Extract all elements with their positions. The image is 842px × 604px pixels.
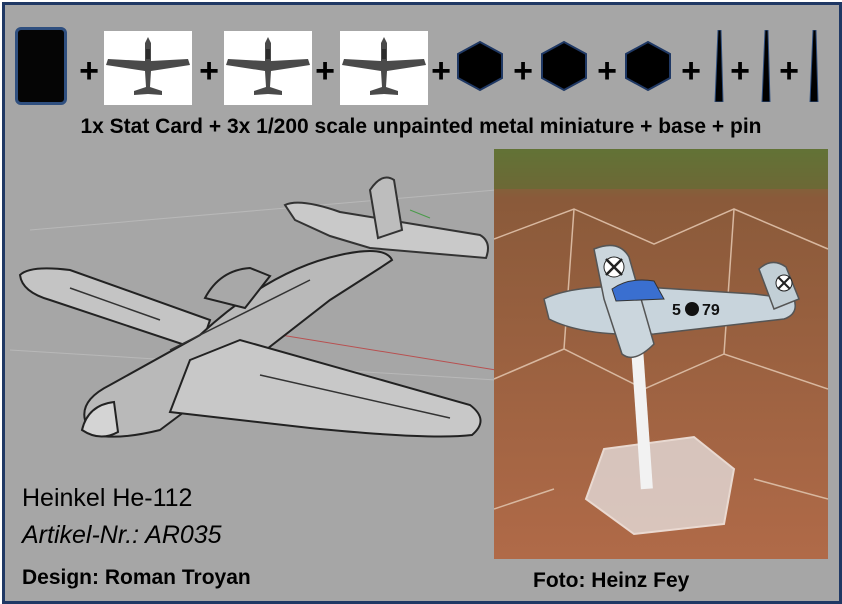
plus-sign: + <box>681 52 701 90</box>
plane-icon <box>106 37 190 95</box>
stat-card-icon <box>15 27 67 105</box>
fuselage-code-right: 79 <box>702 302 720 319</box>
plus-sign: + <box>315 52 335 90</box>
contents-caption: 1x Stat Card + 3x 1/200 scale unpainted … <box>80 115 762 138</box>
hex-base-icon <box>625 40 671 92</box>
plus-sign: + <box>79 52 99 90</box>
miniature-photo: 5 79 <box>494 149 828 559</box>
hex-base-icon <box>541 40 587 92</box>
plus-sign: + <box>199 52 219 90</box>
pin-icon <box>809 30 819 102</box>
plane-icon <box>226 37 310 95</box>
plus-sign: + <box>730 52 750 90</box>
model-render <box>10 176 496 438</box>
fuselage-code-left: 5 <box>672 302 681 319</box>
photo-illustration: 5 79 <box>494 149 828 559</box>
product-name: Heinkel He-112 <box>22 484 193 512</box>
photo-credit: Foto: Heinz Fey <box>533 569 690 592</box>
hex-base-icon <box>457 40 503 92</box>
pin-icon <box>761 30 771 102</box>
plus-sign: + <box>597 52 617 90</box>
miniature-thumbnail-1 <box>104 31 192 105</box>
plus-sign: + <box>779 52 799 90</box>
article-number: Artikel-Nr.: AR035 <box>22 521 222 549</box>
pin-icon <box>714 30 724 102</box>
miniature-thumbnail-3 <box>340 31 428 105</box>
plus-sign: + <box>431 52 451 90</box>
plus-sign: + <box>513 52 533 90</box>
design-credit: Design: Roman Troyan <box>22 566 251 589</box>
miniature-thumbnail-2 <box>224 31 312 105</box>
plane-icon <box>342 37 426 95</box>
